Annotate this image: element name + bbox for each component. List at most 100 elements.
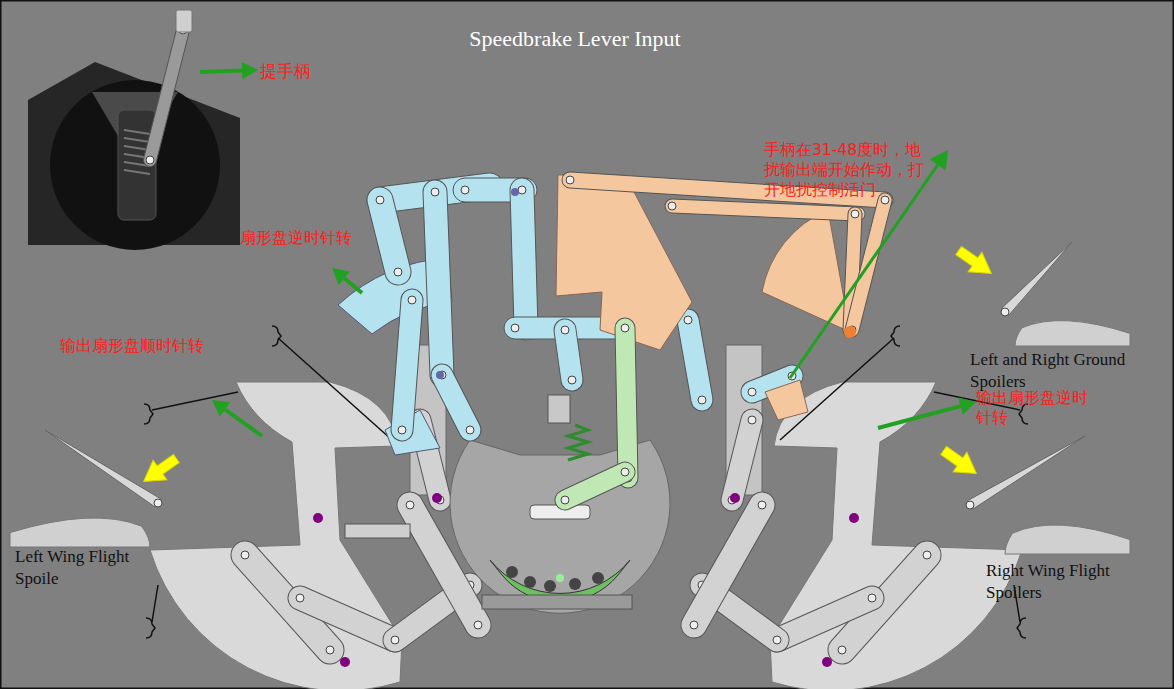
detent-hole — [592, 572, 604, 584]
lever-grip — [176, 10, 192, 32]
link-pivot — [432, 493, 442, 503]
motion-arrow — [952, 241, 999, 284]
sector-pivot — [849, 513, 859, 523]
ground-output — [765, 380, 808, 420]
disc-pivot — [556, 574, 564, 582]
part-label: Left and Right Ground Spoilers — [970, 349, 1140, 393]
pivot-pin — [376, 196, 384, 204]
spoiler-panel — [1001, 242, 1072, 315]
lower-bar — [482, 595, 632, 609]
callout-arrow-head — [212, 400, 230, 416]
cable-bracket — [1017, 618, 1026, 638]
link-bar — [423, 180, 455, 388]
pivot-pin — [394, 268, 402, 276]
pivot-dot — [436, 371, 444, 379]
motion-arrow — [137, 449, 184, 492]
callout-arrow-line — [200, 71, 242, 72]
callout-arrow-head — [958, 398, 976, 415]
pivot-pin — [684, 316, 692, 324]
pivot-pin — [748, 416, 756, 424]
link-bar — [665, 199, 866, 222]
pivot-pin — [376, 196, 384, 204]
pivot-pin — [698, 396, 706, 404]
pivot-pin — [868, 594, 876, 602]
pivot-pin — [561, 496, 569, 504]
pivot-pin — [923, 551, 931, 559]
control-cable — [278, 338, 392, 440]
arm-pivot — [340, 657, 350, 667]
callout-note: 输出扇形盘顺时针转 — [60, 336, 250, 356]
pivot-pin — [466, 426, 474, 434]
detent-hole — [569, 578, 581, 590]
interlock-link — [552, 459, 639, 514]
pivot-pin — [851, 210, 859, 218]
callout-note: 扇形盘逆时针转 — [240, 228, 380, 248]
spoiler-hinge — [154, 499, 162, 507]
callout-note: 输出扇形盘逆时针转 — [976, 388, 1096, 428]
link-bar — [390, 288, 424, 442]
pivot-pin — [561, 326, 569, 334]
sector-pivot — [313, 513, 323, 523]
return-spring — [568, 425, 588, 460]
pivot-pin — [621, 468, 629, 476]
pivot-pin — [758, 501, 766, 509]
pivot-pin — [431, 188, 439, 196]
callout-arrow-line — [878, 406, 961, 428]
pivot-pin — [748, 388, 756, 396]
pivot-pin — [773, 636, 781, 644]
pivot-pin — [881, 196, 889, 204]
callout-arrow-line — [344, 278, 362, 293]
callout-arrow-head — [332, 268, 350, 285]
pivot-pin — [511, 324, 519, 332]
link-bar — [510, 178, 539, 341]
pivot-pin — [518, 186, 526, 194]
cable-bracket — [146, 618, 155, 638]
pivot-pin — [668, 202, 676, 210]
wing-section — [1005, 525, 1130, 554]
pivot-pin — [391, 636, 399, 644]
pivot-pin — [568, 376, 576, 384]
pivot-pin — [146, 156, 154, 164]
wing-section — [1015, 321, 1130, 346]
wing-section — [10, 518, 150, 547]
pivot-pin — [621, 324, 629, 332]
pivot-pin — [406, 501, 414, 509]
lever-spring — [124, 138, 150, 142]
spring-bracket — [548, 395, 570, 423]
pivot-pin — [566, 176, 574, 184]
callout-note: 手柄在31-48度时，地扰输出端开始作动，打开地扰控制活门 — [764, 140, 932, 200]
ground-sector — [762, 210, 850, 332]
cable-bracket — [891, 326, 900, 346]
callout-arrow-head — [930, 150, 948, 170]
pivot-pin — [241, 551, 249, 559]
pivot-pin — [838, 646, 846, 654]
frame-link — [719, 407, 766, 514]
pivot-pin — [690, 621, 698, 629]
pivot-pin — [398, 426, 406, 434]
link-pivot — [730, 493, 740, 503]
lever-inset — [28, 10, 240, 250]
lever-spring — [124, 170, 150, 174]
link-bar — [427, 360, 485, 445]
spoiler-panel — [45, 430, 161, 507]
spoiler-group — [1015, 321, 1130, 346]
link-bar — [553, 318, 585, 393]
output-sector — [770, 382, 1022, 689]
spoiler-hinge — [1001, 308, 1009, 316]
lever-arm — [142, 22, 191, 168]
lever-spring — [124, 130, 150, 134]
control-cable — [152, 585, 158, 622]
link-bar — [675, 307, 714, 412]
pivot-pin — [474, 621, 482, 629]
detent-hole — [506, 566, 518, 578]
lever-quadrant — [50, 80, 220, 250]
pivot-pin — [326, 646, 334, 654]
pivot-pin — [461, 186, 469, 194]
pivot-pin — [773, 636, 781, 644]
pivot-pin — [881, 196, 889, 204]
diagram-title: Speedbrake Lever Input — [380, 26, 770, 52]
motion-arrow — [937, 441, 984, 484]
part-label: Right Wing Flight Spoilers — [986, 560, 1151, 604]
spoiler-group — [10, 518, 150, 547]
